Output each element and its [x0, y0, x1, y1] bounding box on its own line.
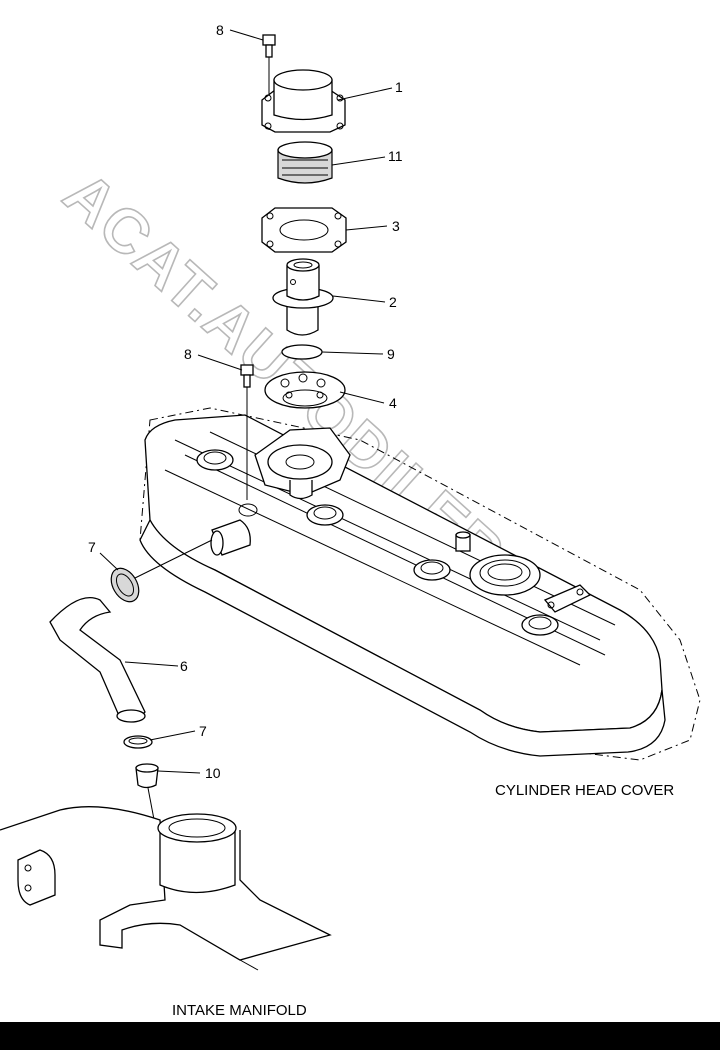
callout-3: 3 [392, 218, 400, 234]
callout-4: 4 [389, 395, 397, 411]
clamp-7-upper [110, 539, 213, 603]
callout-9: 9 [387, 346, 395, 362]
callout-1: 1 [395, 79, 403, 95]
callout-2: 2 [389, 294, 397, 310]
callout-7-lower: 7 [199, 723, 207, 739]
callout-10: 10 [205, 765, 221, 781]
tube-2 [272, 258, 334, 336]
leader-lines [99, 29, 393, 774]
o-ring-9 [281, 344, 323, 360]
mesh-filter-11 [277, 141, 333, 184]
plate-4 [264, 371, 346, 409]
label-intake-manifold: INTAKE MANIFOLD [172, 1002, 307, 1019]
callout-11: 11 [388, 148, 403, 164]
intake-manifold [0, 806, 332, 971]
grommet-10 [135, 763, 159, 831]
cap-1 [261, 69, 346, 133]
callout-8-upper: 8 [216, 22, 224, 38]
gasket-3 [261, 207, 347, 253]
bottom-border-bar [0, 1022, 720, 1050]
callout-8-lower: 8 [184, 346, 192, 362]
callout-7-upper: 7 [88, 539, 96, 555]
clamp-7-lower [123, 735, 153, 749]
cylinder-head-cover [139, 407, 701, 761]
callout-6: 6 [180, 658, 188, 674]
label-cylinder-head-cover: CYLINDER HEAD COVER [495, 782, 674, 799]
hose-6 [49, 596, 146, 723]
